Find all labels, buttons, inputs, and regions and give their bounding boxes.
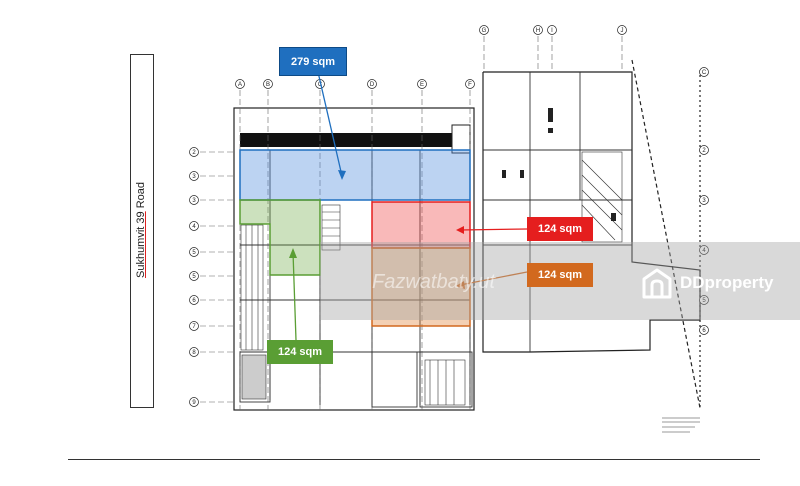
grid-col-e-label: E <box>420 82 424 88</box>
area-label-green: 124 sqm <box>267 340 333 364</box>
grid-col-j-bubble <box>617 25 627 35</box>
grid-row-5-bubble <box>189 271 199 281</box>
area-blue <box>239 149 471 201</box>
grid-right-0-label: C <box>702 70 707 76</box>
grid-right-1-bubble <box>699 145 709 155</box>
road-name: Sukhumvit 39 <box>135 211 147 279</box>
building-outline <box>233 107 475 411</box>
grid-row-0-bubble <box>189 147 199 157</box>
blue-arrowhead <box>338 170 346 180</box>
grid-row-9-bubble <box>189 397 199 407</box>
grid-right-2-label: 3 <box>702 198 706 204</box>
grid-right-3-label: 4 <box>702 248 706 254</box>
area-green <box>239 199 321 276</box>
grid-row-9-label: 9 <box>192 400 196 406</box>
grid-col-d-label: D <box>370 82 375 88</box>
grid-col-d-bubble <box>367 79 377 89</box>
area-label-orange: 124 sqm <box>527 263 593 287</box>
grid-right-0-bubble <box>699 67 709 77</box>
grid-col-h-label: H <box>536 28 540 34</box>
grid-col-g-label: G <box>482 28 487 34</box>
road-label: Sukhumvit 39 Road <box>135 182 147 278</box>
grid-row-4-label: 5 <box>192 250 196 256</box>
grid-col-i-bubble <box>547 25 557 35</box>
red-arrowhead <box>456 226 464 234</box>
orange-leader <box>459 271 528 286</box>
grid-col-e-bubble <box>417 79 427 89</box>
grid-col-h-bubble <box>533 25 543 35</box>
grid-row-5-label: 5 <box>192 274 196 280</box>
grid-col-i-label: I <box>551 28 553 34</box>
area-orange <box>371 247 471 327</box>
road-type: Road <box>135 181 147 212</box>
grid-right-1-label: 2 <box>702 148 706 154</box>
grid-row-6-label: 6 <box>192 298 196 304</box>
stair-south <box>424 359 466 406</box>
grid-right-4-bubble <box>699 295 709 305</box>
bottom-divider <box>68 459 760 460</box>
core-block <box>451 124 471 154</box>
area-red <box>371 201 471 249</box>
grid-col-a-bubble <box>235 79 245 89</box>
grid-row-8-label: 8 <box>192 350 196 356</box>
grid-col-a-label: A <box>238 82 242 88</box>
grid-row-0-label: 2 <box>192 150 196 156</box>
grid-row-1-bubble <box>189 171 199 181</box>
ddproperty-brand: DDproperty <box>680 273 774 292</box>
stair-west <box>321 204 341 251</box>
east-wing-outline <box>482 71 701 353</box>
grid-row-2-bubble <box>189 195 199 205</box>
grid-row-7-bubble <box>189 321 199 331</box>
area-label-blue: 279 sqm <box>279 47 347 76</box>
grid-row-6-bubble <box>189 295 199 305</box>
grid-row-3-label: 4 <box>192 224 196 230</box>
grid-col-b-label: B <box>266 82 270 88</box>
blue-leader <box>317 71 343 177</box>
grid-right-2-bubble <box>699 195 709 205</box>
green-leader <box>292 251 297 341</box>
grid-right-5-bubble <box>699 325 709 335</box>
grid-row-8-bubble <box>189 347 199 357</box>
hatched-area <box>241 354 267 400</box>
ddproperty-logo-icon <box>642 268 672 299</box>
grid-right-5-label: 6 <box>702 328 706 334</box>
property-boundary <box>631 59 701 409</box>
grid-row-4-bubble <box>189 247 199 257</box>
stair-east <box>581 151 623 243</box>
area-label-red: 124 sqm <box>527 217 593 241</box>
grid-col-j-label: J <box>621 28 624 34</box>
grid-row-3-bubble <box>189 221 199 231</box>
grid-row-2-label: 3 <box>192 198 196 204</box>
faint-watermark-text: Fazwatbaty.ut <box>372 271 496 293</box>
grid-right-3-bubble <box>699 245 709 255</box>
grid-col-g-bubble <box>479 25 489 35</box>
grid-col-b-bubble <box>263 79 273 89</box>
orange-arrowhead <box>456 281 465 289</box>
grid-right-4-label: 5 <box>702 298 706 304</box>
grid-row-7-label: 7 <box>192 324 196 330</box>
green-arrowhead <box>289 248 297 258</box>
grid-row-1-label: 3 <box>192 174 196 180</box>
north-wall <box>240 133 455 147</box>
grid-col-f-bubble <box>465 79 475 89</box>
road-strip <box>130 54 154 408</box>
red-leader <box>459 228 528 231</box>
grid-col-f-label: F <box>468 82 472 88</box>
grid-col-c-label: C <box>318 82 323 88</box>
